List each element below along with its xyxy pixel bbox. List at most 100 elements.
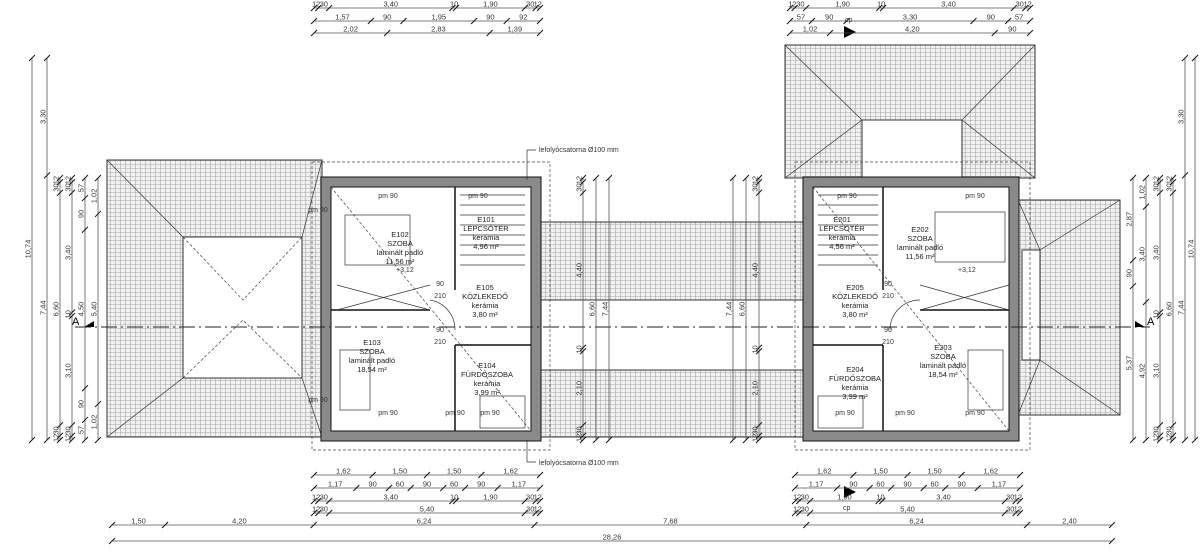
dim-tick	[755, 432, 763, 440]
section-label-left: A	[72, 316, 80, 328]
dim-label: 30	[320, 0, 328, 9]
room-area: 3,99 m²	[474, 388, 500, 397]
section-line-a: A A	[72, 316, 1155, 328]
dim-chain: 7,44	[601, 174, 613, 444]
dim-tick	[605, 174, 613, 182]
dim-label: 6,60	[588, 302, 597, 317]
dim-label: 30	[64, 183, 73, 191]
dim-tick	[1169, 178, 1177, 186]
dim-label: 10	[877, 0, 885, 9]
dim-tick	[605, 436, 613, 444]
dim-label: 1,17	[512, 480, 527, 489]
room-floor: kerámia	[842, 383, 870, 392]
dim-tick	[729, 174, 737, 182]
dim-tick	[448, 497, 456, 505]
dim-label: 1,62	[503, 467, 518, 476]
dim-label: 1,90	[837, 493, 852, 502]
dim-tick	[1001, 497, 1009, 505]
dim-tick	[68, 432, 76, 440]
grid-label-bottom: cp	[843, 505, 851, 512]
dim-label: 7,44	[725, 302, 734, 317]
room-id: E202	[911, 225, 929, 234]
window-label: pm 90	[835, 410, 855, 417]
room-area: 3,80 m²	[472, 310, 498, 319]
level-mark-right: +3,12	[958, 267, 976, 274]
dim-label: 57	[77, 426, 86, 434]
dim-label: 90	[77, 400, 86, 408]
dim-tick	[400, 17, 407, 25]
dim-tick	[1129, 436, 1137, 444]
dim-label: 7,44	[1177, 300, 1186, 315]
dim-label: 10	[450, 493, 458, 502]
dim-tick	[1016, 509, 1024, 517]
dim-tick	[866, 484, 873, 492]
dim-label: 90	[423, 480, 431, 489]
dim-tick	[942, 484, 949, 492]
dim-tick	[791, 484, 799, 492]
dim-label: 1,02	[1138, 185, 1147, 200]
dim-label: 1,95	[431, 13, 446, 22]
room-floor: kerámia	[473, 233, 501, 242]
dim-tick	[310, 521, 318, 529]
dim-label: 90	[383, 13, 391, 22]
dim-tick	[423, 471, 431, 479]
dim-tick	[536, 4, 544, 12]
roof-left	[106, 159, 323, 438]
dim-label: 6,24	[417, 517, 432, 526]
dim-label: 1,50	[131, 517, 146, 526]
dim-label: 3,30	[39, 109, 48, 124]
dim-tick	[1026, 17, 1034, 25]
dim-tick	[879, 4, 887, 12]
room-floor: laminált padló	[349, 356, 395, 365]
dim-label: 30	[1165, 426, 1174, 434]
section-arrow-left-icon	[84, 321, 94, 327]
dim-label: 90	[486, 13, 494, 22]
dim-tick	[826, 29, 834, 37]
dim-tick	[56, 189, 64, 197]
dim-label: 12	[793, 505, 801, 514]
dim-tick	[108, 521, 116, 529]
dim-label: 12	[751, 176, 760, 184]
dim-tick	[970, 17, 977, 25]
dim-tick	[755, 178, 763, 186]
dim-tick	[802, 521, 810, 529]
dim-label: 12	[64, 434, 73, 442]
dim-tick	[28, 436, 36, 444]
dim-tick	[1016, 484, 1024, 492]
dim-label: 12	[1014, 493, 1022, 502]
dim-tick	[991, 29, 999, 37]
grid-marker-bottom-icon	[844, 486, 856, 498]
dim-tick	[875, 4, 883, 12]
dim-tick	[958, 471, 965, 479]
dim-tick	[755, 174, 763, 182]
dim-label: 6,24	[909, 517, 924, 526]
dim-label: 10	[575, 345, 584, 353]
dim-label: 12	[751, 434, 760, 442]
dim-label: 6,60	[52, 302, 61, 317]
dim-label: 3,40	[941, 0, 956, 9]
room-floor: kerámia	[829, 233, 857, 242]
dim-tick	[1026, 29, 1034, 37]
dim-tick	[1156, 189, 1164, 197]
dim-tick	[81, 194, 89, 202]
dim-label: 1,90	[835, 0, 850, 9]
dim-label: 5,40	[900, 505, 915, 514]
dim-tick	[791, 509, 799, 517]
dim-label: 1,50	[447, 467, 462, 476]
dim-tick	[439, 484, 447, 492]
window-label: pm 90	[468, 193, 488, 200]
dim-tick	[806, 497, 814, 505]
dim-tick	[742, 436, 750, 444]
dim-tick	[68, 312, 76, 320]
dim-label: 12	[575, 434, 584, 442]
room-area: 11,56 m²	[905, 252, 935, 261]
dim-tick	[521, 497, 529, 505]
dim-label: 1,50	[873, 467, 888, 476]
